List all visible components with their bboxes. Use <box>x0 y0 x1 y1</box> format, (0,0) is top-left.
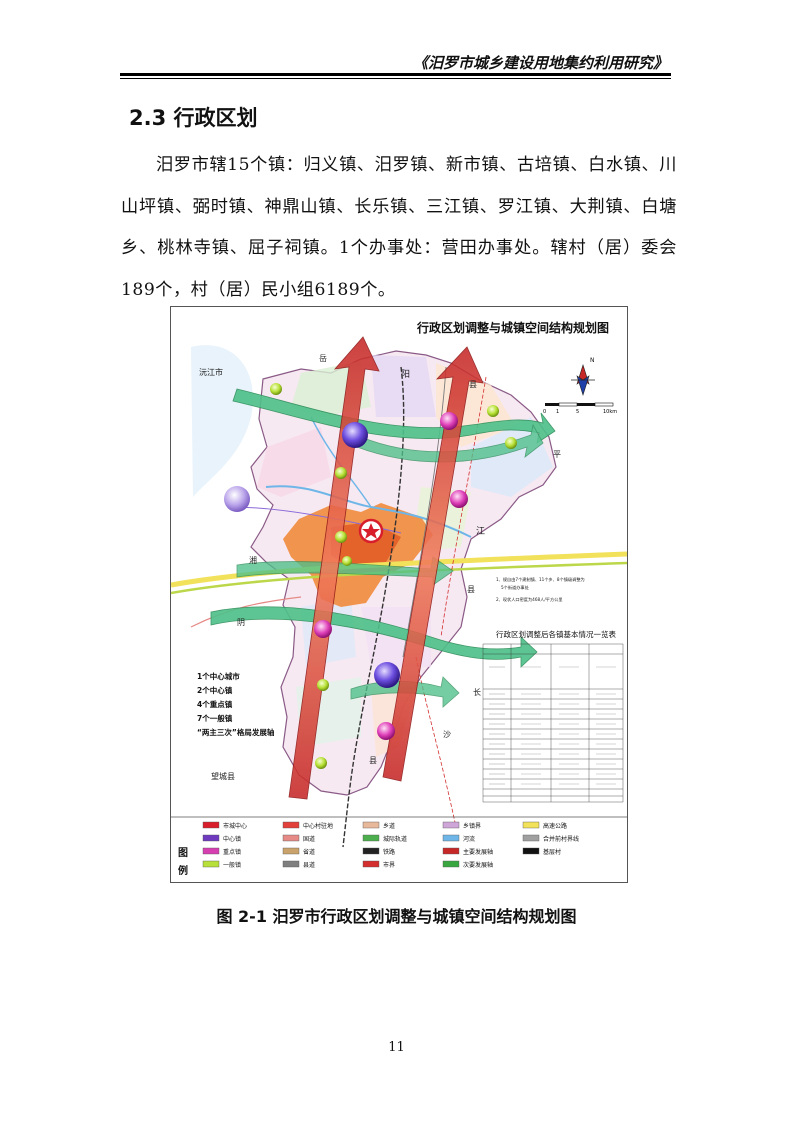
town-nodes <box>224 383 517 769</box>
legend-label: 高速公路 <box>543 822 567 830</box>
legend-swatch <box>362 821 380 829</box>
lake-area <box>191 345 253 497</box>
place-label: 沅江市 <box>199 367 223 377</box>
map-figure: 行政区划调整与城镇空间结构规划图 N 0 1 5 10km <box>170 306 628 883</box>
place-label: 岳 <box>319 353 327 363</box>
figure-caption: 图 2-1 汨罗市行政区划调整与城镇空间结构规划图 <box>216 907 577 926</box>
legend-swatch <box>442 847 460 855</box>
legend-swatch <box>442 821 460 829</box>
hierarchy-line: 4个重点镇 <box>197 699 233 709</box>
note-line: 2、现状人口密度为468人/平方公里 <box>496 596 563 603</box>
place-label: 湘 <box>249 555 257 565</box>
header-rule-thin <box>120 78 671 79</box>
north-arrow-icon <box>571 364 595 396</box>
table-fill-lines <box>489 666 616 785</box>
legend-heading: 图例 <box>176 847 188 882</box>
body-text: 汨罗市辖15个镇：归义镇、汨罗镇、新市镇、古培镇、白水镇、川山坪镇、弼时镇、神鼎… <box>121 145 677 311</box>
legend-label: 铁路 <box>383 848 395 856</box>
legend-label: 乡道 <box>383 822 395 830</box>
north-label: N <box>590 357 595 364</box>
legend-label: 城际轨道 <box>383 835 407 843</box>
legend-label: 县道 <box>303 861 315 869</box>
place-label: 平 <box>553 450 561 459</box>
paragraph: 汨罗市辖15个镇：归义镇、汨罗镇、新市镇、古培镇、白水镇、川山坪镇、弼时镇、神鼎… <box>121 155 677 300</box>
section-heading: 2.3 行政区划 <box>129 106 258 130</box>
legend-swatch <box>282 821 300 829</box>
hierarchy-line: 7个一般镇 <box>197 713 233 723</box>
legend-swatch <box>202 821 220 829</box>
legend-swatch <box>282 860 300 868</box>
legend-swatch <box>202 847 220 855</box>
legend-label: 市城中心 <box>223 822 247 830</box>
legend-swatch <box>442 860 460 868</box>
place-label: 县 <box>369 756 377 765</box>
place-label: 望城县 <box>211 771 235 781</box>
place-label: 县 <box>469 380 477 389</box>
scale-tick: 5 <box>576 409 579 415</box>
legend-label: 中心镇 <box>223 835 241 843</box>
legend-label: 次要发展轴 <box>463 861 493 869</box>
page-number: 11 <box>388 1040 405 1055</box>
place-label: 长 <box>473 687 481 697</box>
legend-swatch <box>522 821 540 829</box>
legend-swatch <box>362 860 380 868</box>
note-line: 5个街道办事处 <box>501 584 530 591</box>
legend-label: 重点镇 <box>223 848 241 856</box>
main-development-axis <box>288 336 484 800</box>
header-rule <box>120 73 671 76</box>
hierarchy-line: 2个中心镇 <box>197 685 233 695</box>
place-label: 沙 <box>443 730 451 739</box>
legend-label: 基层村 <box>543 848 561 856</box>
legend-label: 河流 <box>463 835 475 843</box>
hierarchy-list: 1个中心城市 2个中心镇 4个重点镇 7个一般镇 “两主三次”格局发展轴 <box>197 671 275 737</box>
legend-label: 主要发展轴 <box>463 848 493 856</box>
hierarchy-line: 1个中心城市 <box>197 671 240 681</box>
hierarchy-line: “两主三次”格局发展轴 <box>197 727 275 737</box>
map-notes: 1、规自由7个建制镇、11个乡、8个镇级调整为 5个街道办事处 2、现状人口密度… <box>496 576 585 603</box>
legend-label: 市界 <box>383 861 395 869</box>
legend-swatch <box>442 834 460 842</box>
place-label: 阳 <box>401 369 410 380</box>
legend-swatch <box>522 847 540 855</box>
legend-label: 合并前村界线 <box>543 835 579 843</box>
legend-swatch <box>202 860 220 868</box>
note-line: 1、规自由7个建制镇、11个乡、8个镇级调整为 <box>496 576 585 583</box>
place-label: 县 <box>467 585 475 594</box>
data-table <box>482 643 624 803</box>
legend-label: 一般镇 <box>223 861 241 869</box>
scale-tick: 10km <box>603 409 617 415</box>
place-label: 江 <box>476 526 485 537</box>
legend-label: 省道 <box>303 848 315 856</box>
scale-tick: 0 <box>543 409 546 415</box>
legend-swatch <box>362 834 380 842</box>
legend-label: 中心村驻地 <box>303 822 333 830</box>
legend-swatch <box>282 834 300 842</box>
table-title: 行政区划调整后各镇基本情况一览表 <box>496 629 616 639</box>
scale-bar <box>545 402 614 407</box>
legend-label: 乡镇界 <box>463 822 481 830</box>
map-title: 行政区划调整与城镇空间结构规划图 <box>416 320 609 335</box>
legend-swatch <box>362 847 380 855</box>
legend-swatch <box>282 847 300 855</box>
place-label: 阴 <box>237 618 245 627</box>
scale-tick: 1 <box>556 409 559 415</box>
legend-swatch <box>522 834 540 842</box>
running-header: 《汨罗市城乡建设用地集约利用研究》 <box>412 54 668 72</box>
legend-label: 国道 <box>303 835 315 843</box>
legend-swatch <box>202 834 220 842</box>
